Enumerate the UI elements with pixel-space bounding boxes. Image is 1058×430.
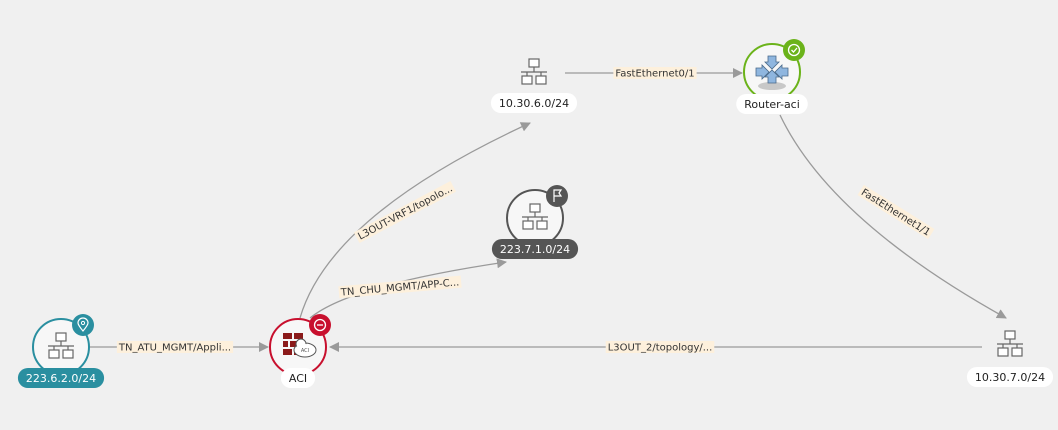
edge-label-text: FastEthernet1/1 [859,187,932,238]
node-router-aci[interactable]: Router-aci [736,39,808,114]
node-label-background [491,239,579,259]
node-10-30-6-0[interactable]: 10.30.6.0/24 [490,58,578,113]
edge-label-text: L3OUT_2/topology/... [608,343,713,354]
node-label-background [490,93,578,113]
router-icon [755,55,789,90]
edge-label-background [613,67,697,79]
edge-label-background [857,184,935,240]
edge-label-background [116,341,234,353]
edge-label-text: TN_ATU_MGMT/Appli... [118,343,231,354]
edge-aci-to-10-30-6[interactable] [299,122,531,319]
network-icon [996,330,1024,357]
location-pin-icon [72,314,94,336]
node-223-6-2-0[interactable]: 223.6.2.0/24 [17,314,105,388]
node-label: 10.30.6.0/24 [499,97,569,110]
edge-label-background [353,181,457,243]
network-icon [520,58,548,85]
flag-icon [546,185,568,207]
edge-label-text: TN_CHU_MGMT/APP-C... [339,277,459,298]
node-223-7-1-0[interactable]: 223.7.1.0/24 [491,185,579,259]
node-label-background [736,94,808,114]
node-aci[interactable]: ACI ACI [269,314,331,388]
node-10-30-7-0[interactable]: 10.30.7.0/24 [966,330,1054,387]
edge-label[interactable]: L3OUT_2/topology/... [605,341,715,354]
edge-label-background [605,341,715,353]
svg-text:ACI: ACI [301,348,309,354]
node-label-background [280,368,316,388]
edge-label[interactable]: FastEthernet1/1 [857,184,935,240]
node-label: Router-aci [744,98,800,111]
node-label: ACI [289,372,307,385]
firewall-cloud-icon: ACI [283,333,317,358]
node-label: 223.7.1.0/24 [500,243,570,256]
edge-router-to-10-30-7[interactable] [779,114,1007,319]
node-label-background [966,367,1054,387]
edge-label[interactable]: TN_ATU_MGMT/Appli... [116,341,234,354]
edge-label[interactable]: TN_CHU_MGMT/APP-C... [338,275,462,299]
node-label-background [17,368,105,388]
minus-circle-icon [309,314,331,336]
edge-label-background [338,275,462,299]
node-label: 223.6.2.0/24 [26,372,96,385]
edge-label[interactable]: FastEthernet0/1 [613,67,697,80]
node-label: 10.30.7.0/24 [975,371,1045,384]
edge-label-text: FastEthernet0/1 [615,69,694,80]
edge-label[interactable]: L3OUT-VRF1/topolo... [353,181,457,243]
check-circle-icon [783,39,805,61]
